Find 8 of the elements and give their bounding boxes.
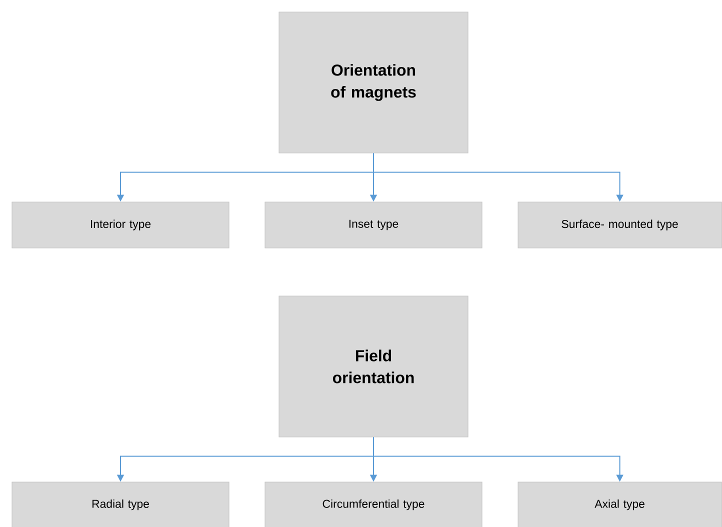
category-box: Inset type [264, 202, 482, 248]
heading-box: Orientation of magnets [278, 12, 468, 154]
category-box: Axial type [518, 482, 722, 527]
category-box: Circumferential type [264, 482, 482, 527]
heading-box: Field orientation [278, 296, 468, 438]
category-box: Interior type [12, 202, 230, 248]
category-box: Surface- mounted type [518, 202, 722, 248]
category-box: Radial type [12, 482, 230, 527]
